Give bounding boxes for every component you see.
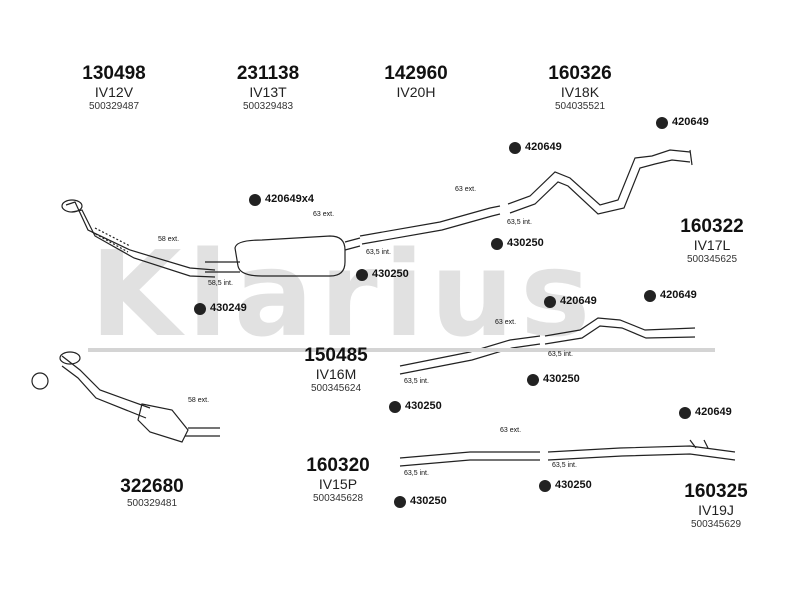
clamp-label: 430250 bbox=[410, 495, 447, 507]
catalyst-body bbox=[137, 403, 189, 443]
part-code: IV12V bbox=[94, 84, 134, 100]
part-number: 160326 bbox=[548, 63, 612, 84]
clamp-label: 420649 bbox=[560, 295, 597, 307]
clamp-icon bbox=[539, 480, 551, 492]
part-number: 160325 bbox=[684, 481, 748, 502]
part-number: 142960 bbox=[384, 63, 448, 84]
part-number: 160322 bbox=[680, 216, 744, 237]
oem-number: 500329481 bbox=[126, 498, 178, 509]
part-number: 160320 bbox=[306, 455, 370, 476]
front-flange bbox=[61, 199, 83, 213]
part-label-142960: 142960 IV20H bbox=[384, 63, 447, 100]
clamp-icon bbox=[509, 142, 521, 154]
part-code: IV18K bbox=[560, 84, 600, 100]
oem-number: 500329487 bbox=[88, 101, 140, 112]
clamp-label: 420649 bbox=[695, 406, 732, 418]
dimension-label: 58,5 int. bbox=[208, 280, 233, 287]
brand-watermark: Klarius bbox=[90, 225, 597, 363]
clamp-icon bbox=[656, 117, 668, 129]
clamp-label: 420649 bbox=[672, 116, 709, 128]
dimension-label: 63 ext. bbox=[500, 427, 522, 434]
catalyst-pipe-322680 bbox=[61, 355, 151, 419]
clamp-label: 430250 bbox=[507, 237, 544, 249]
clamp-label: 430249 bbox=[210, 302, 247, 314]
part-code: IV20H bbox=[396, 84, 436, 100]
clamp-icon bbox=[394, 496, 406, 508]
part-label-150485: 150485 IV16M 500345624 bbox=[304, 345, 367, 395]
part-code: IV16M bbox=[315, 366, 357, 382]
part-label-160326: 160326 IV18K 504035521 bbox=[548, 63, 611, 113]
oem-number: 500345624 bbox=[310, 383, 362, 394]
part-label-322680: 322680 500329481 bbox=[120, 476, 183, 510]
clamp-label: 420649 bbox=[525, 141, 562, 153]
part-label-231138: 231138 IV13T 500329483 bbox=[237, 63, 299, 113]
clamp-label: 430250 bbox=[543, 373, 580, 385]
clamp-icon bbox=[544, 296, 556, 308]
clamp-icon bbox=[644, 290, 656, 302]
pipe-150485 bbox=[399, 335, 541, 375]
dimension-label: 63,5 int. bbox=[404, 470, 429, 477]
clamp-label: 430250 bbox=[372, 268, 409, 280]
pipe-160325 bbox=[547, 445, 736, 461]
dimension-label: 63,5 int. bbox=[552, 462, 577, 469]
clamp-label: 430250 bbox=[555, 479, 592, 491]
clamp-icon bbox=[679, 407, 691, 419]
part-code: IV15P bbox=[318, 476, 358, 492]
part-code: IV17L bbox=[693, 237, 731, 253]
clamp-label: 420649 bbox=[660, 289, 697, 301]
part-label-130498: 130498 IV12V 500329487 bbox=[82, 63, 145, 113]
pipe-160326 bbox=[507, 149, 691, 215]
oem-number: 500345629 bbox=[690, 519, 742, 530]
dimension-label: 63 ext. bbox=[313, 211, 335, 218]
dimension-label: 58 ext. bbox=[158, 236, 180, 243]
silencer-231138-pipe bbox=[205, 261, 240, 273]
clamp-label: 430250 bbox=[405, 400, 442, 412]
dimension-label: 63,5 int. bbox=[507, 219, 532, 226]
pipe-160320 bbox=[399, 451, 540, 467]
front-pipe-130498 bbox=[65, 201, 216, 278]
dimension-label: 63,5 int. bbox=[404, 378, 429, 385]
catalyst-flange bbox=[59, 351, 81, 365]
part-label-160325: 160325 IV19J 500345629 bbox=[684, 481, 747, 531]
dimension-label: 63 ext. bbox=[495, 319, 517, 326]
clamp-icon bbox=[194, 303, 206, 315]
clamp-icon bbox=[527, 374, 539, 386]
pipe-142960 bbox=[359, 205, 501, 245]
pipe-160322 bbox=[544, 317, 696, 345]
clamp-icon bbox=[491, 238, 503, 250]
dimension-label: 63 ext. bbox=[455, 186, 477, 193]
oem-number: 504035521 bbox=[554, 101, 606, 112]
clamp-icon bbox=[249, 194, 261, 206]
oem-number: 500345625 bbox=[686, 254, 738, 265]
part-code: IV19J bbox=[698, 502, 734, 518]
clamp-label: 420649x4 bbox=[265, 193, 314, 205]
part-label-160320: 160320 IV15P 500345628 bbox=[306, 455, 369, 505]
part-label-160322: 160322 IV17L 500345625 bbox=[680, 216, 743, 266]
silencer-231138 bbox=[234, 235, 346, 277]
part-number: 150485 bbox=[304, 345, 368, 366]
clamp-icon bbox=[356, 269, 368, 281]
oem-number: 500329483 bbox=[242, 101, 294, 112]
clamp-icon bbox=[389, 401, 401, 413]
oem-number: 500345628 bbox=[312, 493, 364, 504]
part-number: 130498 bbox=[82, 63, 146, 84]
part-code: IV13T bbox=[249, 84, 287, 100]
part-number: 322680 bbox=[120, 476, 184, 497]
part-number: 231138 bbox=[236, 63, 300, 84]
dimension-label: 63,5 int. bbox=[366, 249, 391, 256]
dimension-label: 63,5 int. bbox=[548, 351, 573, 358]
front-pipe-flex bbox=[91, 227, 131, 253]
dimension-label: 58 ext. bbox=[188, 397, 210, 404]
